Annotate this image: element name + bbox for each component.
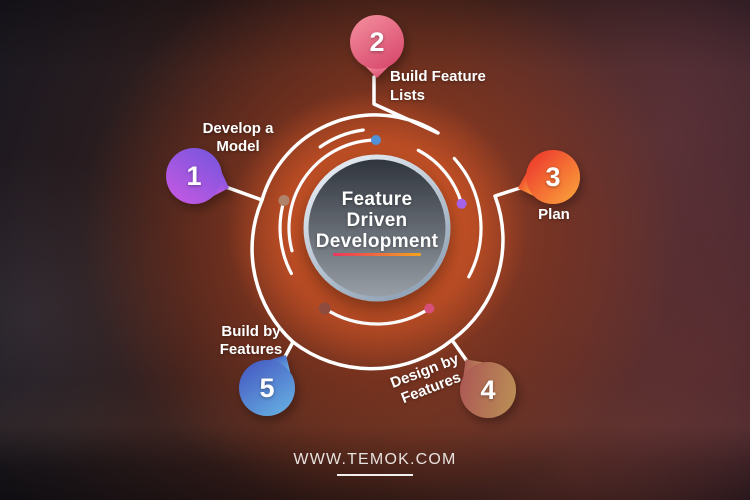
inner-arc-top-left — [287, 138, 378, 253]
dot-tan — [278, 195, 290, 206]
step-1-label-line2: Model — [216, 138, 260, 155]
step-3-number: 3 — [545, 161, 561, 192]
website-url: WWW.TEMOK.COM — [293, 451, 457, 468]
step-5-number: 5 — [259, 372, 275, 403]
center-title-line1: Feature — [341, 189, 413, 210]
inner-arc-top-small — [318, 128, 365, 149]
center-title-underline — [333, 253, 421, 256]
step-3-label: Plan — [516, 206, 592, 224]
step-5-label-line1: Build by — [221, 323, 281, 340]
orbit-dots — [278, 135, 467, 315]
center-title-line3: Development — [315, 231, 439, 252]
center-title: Feature Driven Development — [297, 189, 457, 252]
connector-step3-and-outer-right-arc — [450, 186, 522, 363]
step-5-label: Build by Features — [195, 323, 307, 359]
step-2-label-line1: Build Feature — [390, 68, 486, 85]
dot-blue — [371, 135, 381, 145]
step-3-balloon — [517, 150, 580, 204]
outer-bottom-arc-connector-step5 — [283, 338, 454, 371]
step-4-number: 4 — [480, 374, 496, 405]
dot-purple — [456, 198, 467, 209]
step-balloons — [166, 15, 580, 418]
inner-arc-right — [452, 156, 483, 279]
website-underline — [337, 474, 413, 476]
connector-step1-and-outer-top-arc — [224, 75, 440, 202]
inner-arcs — [278, 128, 483, 326]
inner-arc-top-right — [416, 148, 464, 206]
center-disc — [303, 154, 451, 302]
step-5-balloon — [239, 355, 295, 416]
outer-left-arc — [250, 198, 295, 344]
orbit-arcs — [224, 75, 522, 371]
step-1-label-line1: Develop a — [202, 120, 274, 137]
center-title-line2: Driven — [346, 210, 408, 231]
dot-brown-red — [318, 302, 331, 315]
step-4-balloon — [460, 359, 516, 418]
step-5-label-line2: Features — [219, 341, 283, 358]
dot-pink — [424, 303, 435, 314]
step-2-balloon — [350, 15, 404, 78]
inner-arc-left — [278, 198, 293, 276]
step-1-balloon — [166, 148, 229, 204]
step-1-label: Develop a Model — [175, 120, 301, 156]
step-2-label: Build Feature Lists — [390, 67, 522, 105]
step-2-label-line2: Lists — [390, 87, 426, 104]
step-1-number: 1 — [186, 160, 202, 191]
inner-arc-bottom — [323, 306, 431, 326]
step-3-label-line1: Plan — [538, 206, 570, 223]
step-2-number: 2 — [369, 26, 385, 57]
